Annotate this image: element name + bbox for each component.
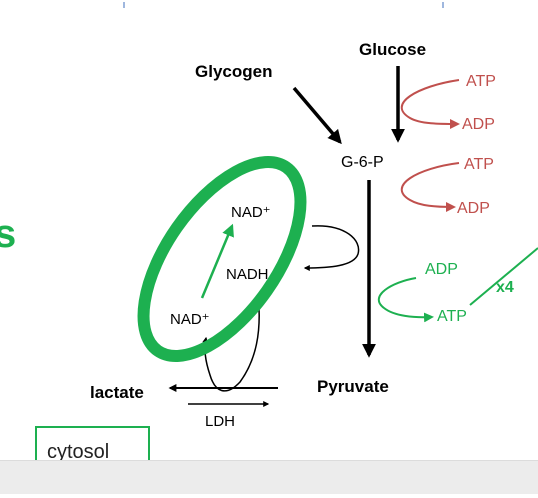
glycogen-to-g6p-arrow — [292, 86, 342, 145]
nad-cycle-highlight — [137, 155, 307, 363]
atp-label-1: ATP — [466, 73, 496, 90]
atp-label-2: ATP — [464, 156, 494, 173]
ldh-label: LDH — [205, 413, 235, 430]
edge-letter-fragment: s — [0, 212, 17, 256]
adp-label-3: ADP — [425, 261, 458, 278]
ldh-nad-loop — [202, 293, 260, 392]
g6p-label: G-6-P — [341, 154, 384, 171]
atp-payoff-curve — [377, 277, 434, 323]
bottom-bar — [0, 460, 538, 494]
nadh-formation-loop — [303, 225, 360, 271]
adp-label-1: ADP — [462, 116, 495, 133]
atp-investment-curve-1 — [400, 79, 460, 129]
nad-top-label: NAD⁺ — [231, 204, 271, 221]
nad-bottom-label: NAD⁺ — [170, 311, 210, 328]
atp-label-3: ATP — [437, 308, 467, 325]
lactate-label: lactate — [90, 383, 144, 402]
nadh-label: NADH — [226, 266, 269, 283]
glucose-label: Glucose — [359, 40, 426, 59]
glycogen-label: Glycogen — [195, 62, 272, 81]
pyruvate-label: Pyruvate — [317, 377, 389, 396]
adp-label-2: ADP — [457, 200, 490, 217]
atp-investment-curve-2 — [400, 162, 460, 212]
cytosol-compartment: cytosol — [35, 426, 150, 466]
nad-regeneration-arrow — [200, 223, 234, 299]
x4-line — [469, 247, 538, 306]
x4-label: x4 — [496, 279, 514, 296]
cytosol-label: cytosol — [47, 441, 110, 463]
